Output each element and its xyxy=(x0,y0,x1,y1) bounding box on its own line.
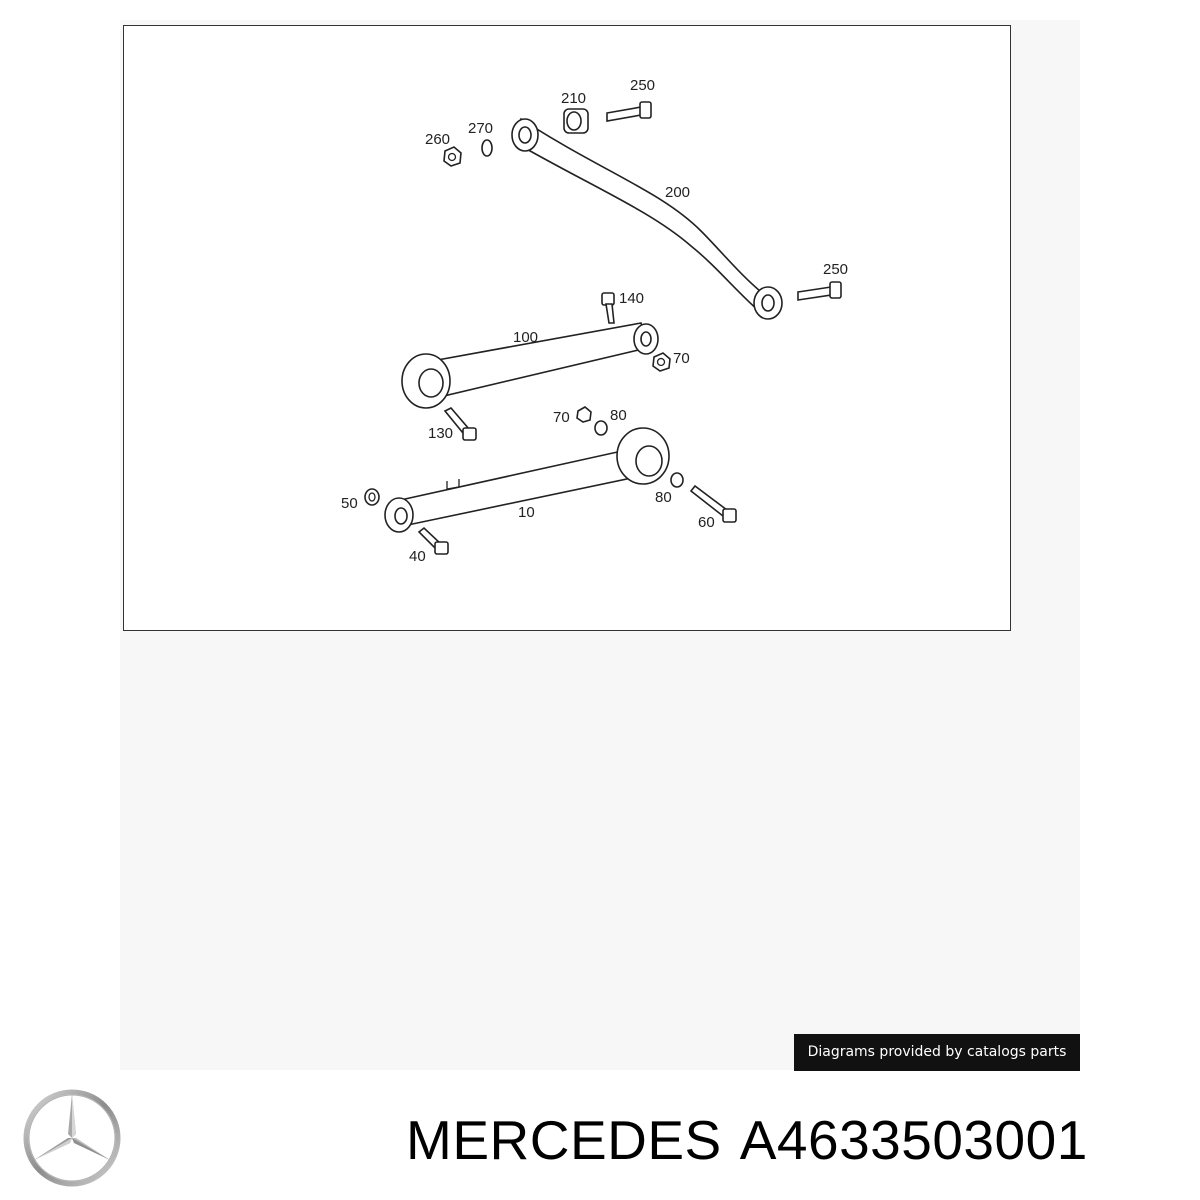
part-50-washer xyxy=(364,488,380,506)
part-70-nut-upper xyxy=(652,352,671,372)
part-250-bolt-top xyxy=(606,101,652,122)
label-260: 260 xyxy=(425,131,450,148)
part-40-bolt xyxy=(417,526,449,555)
label-250-right: 250 xyxy=(823,261,848,278)
brand-name: MERCEDES xyxy=(406,1109,722,1171)
part-10-arm xyxy=(384,427,670,533)
part-140-bolt xyxy=(601,292,615,324)
part-210-bushing xyxy=(563,108,589,134)
label-70-lower: 70 xyxy=(553,409,570,426)
label-40: 40 xyxy=(409,548,426,565)
part-80-washer-lower xyxy=(670,472,684,488)
label-140: 140 xyxy=(619,290,644,307)
label-100: 100 xyxy=(513,329,538,346)
part-number: A4633503001 xyxy=(739,1109,1088,1171)
part-100-arm xyxy=(401,322,659,409)
part-title: MERCEDES A4633503001 xyxy=(406,1105,1186,1175)
label-50: 50 xyxy=(341,495,358,512)
part-260-nut xyxy=(443,146,462,167)
mercedes-star-icon xyxy=(22,1088,122,1188)
label-130: 130 xyxy=(428,425,453,442)
parts-diagram-svg: 250 210 270 260 200 250 140 100 70 70 80… xyxy=(341,77,848,565)
diagram-credit-badge: Diagrams provided by catalogs parts xyxy=(794,1034,1080,1071)
part-70-nut-lower xyxy=(576,406,592,423)
parts-diagram: 250 210 270 260 200 250 140 100 70 70 80… xyxy=(123,25,1011,631)
label-210: 210 xyxy=(561,90,586,107)
label-70-upper: 70 xyxy=(673,350,690,367)
label-270: 270 xyxy=(468,120,493,137)
label-80-upper: 80 xyxy=(610,407,627,424)
part-130-bolt xyxy=(443,407,477,441)
part-250-bolt-right xyxy=(797,281,842,301)
label-200: 200 xyxy=(665,184,690,201)
part-60-bolt xyxy=(689,484,737,523)
part-80-washer-upper xyxy=(594,420,608,436)
label-60: 60 xyxy=(698,514,715,531)
label-10: 10 xyxy=(518,504,535,521)
part-270-washer xyxy=(481,139,493,157)
part-200-arm xyxy=(511,117,783,320)
label-80-lower: 80 xyxy=(655,489,672,506)
label-250-top: 250 xyxy=(630,77,655,94)
